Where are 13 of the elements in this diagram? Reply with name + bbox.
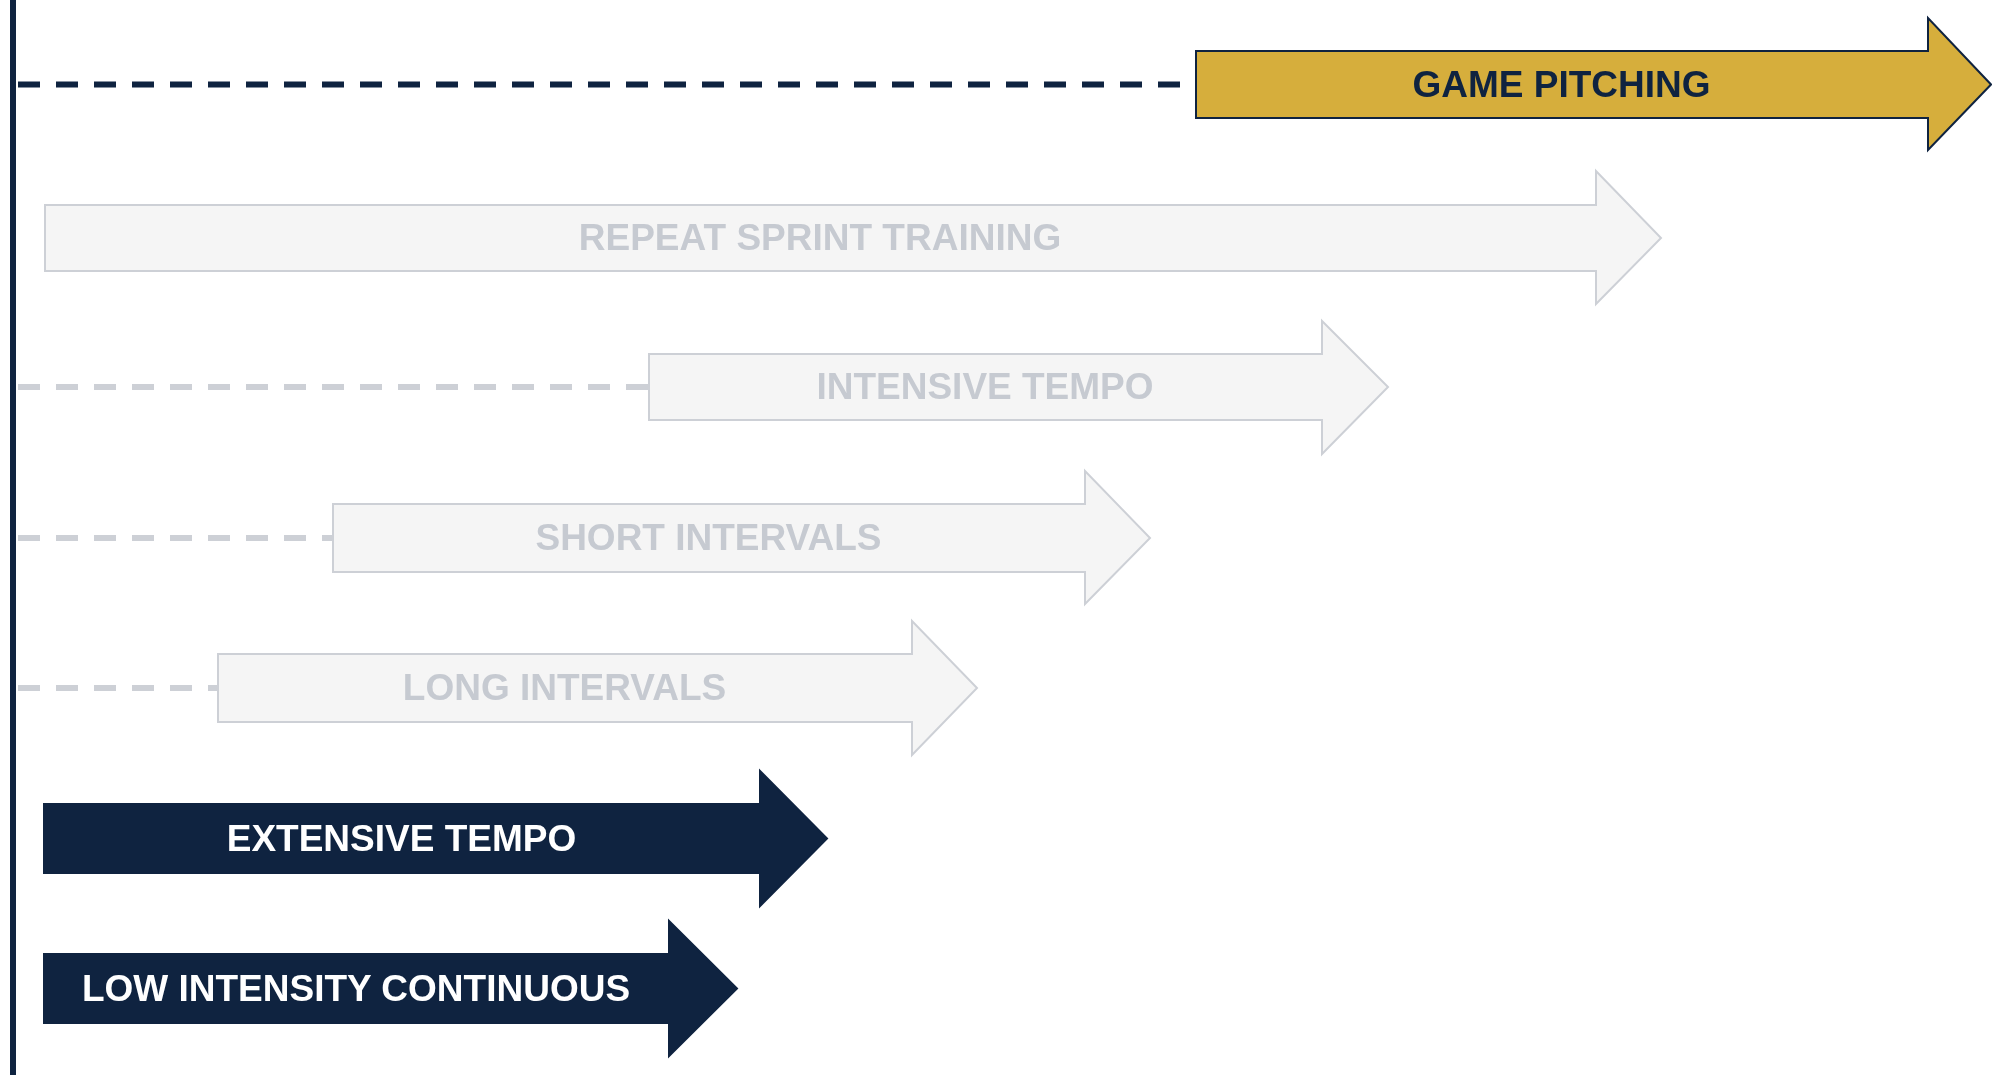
dashed-connector — [18, 384, 648, 390]
arrow-label: EXTENSIVE TEMPO — [226, 817, 577, 860]
phase-banner — [1195, 17, 1992, 151]
phase-banner — [332, 470, 1151, 605]
dashed-connector — [18, 535, 332, 541]
arrow-label: GAME PITCHING — [1412, 63, 1711, 106]
arrow-label: LOW INTENSITY CONTINUOUS — [81, 967, 631, 1010]
phase-banner — [43, 920, 738, 1057]
phase-banner — [43, 770, 828, 907]
phase-banner — [217, 620, 978, 756]
phase-banner — [44, 170, 1662, 305]
dashed-connector — [18, 685, 217, 691]
phase-banner — [648, 320, 1389, 455]
